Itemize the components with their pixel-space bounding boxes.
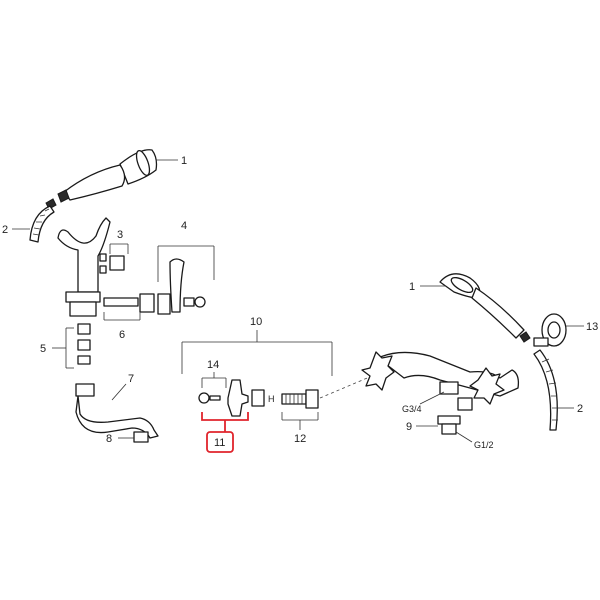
mixer-body xyxy=(361,351,520,411)
fitting-part-9 xyxy=(437,415,461,435)
label-g12: G1/2 xyxy=(474,440,494,450)
callout-2-left: 2 xyxy=(2,224,8,236)
hose-left xyxy=(29,205,55,243)
svg-text:H: H xyxy=(268,394,275,404)
callout-1-right: 1 xyxy=(409,281,415,293)
part-3-sleeve xyxy=(109,255,125,271)
hand-shower-top xyxy=(45,149,158,210)
callout-9: 9 xyxy=(406,421,412,433)
hose-right xyxy=(533,349,558,431)
aerator-part-8 xyxy=(133,431,149,443)
lever-handle xyxy=(157,258,206,315)
callout-8: 8 xyxy=(106,433,112,445)
callout-7: 7 xyxy=(128,373,134,385)
callout-2-right: 2 xyxy=(577,403,583,415)
callout-5: 5 xyxy=(40,343,46,355)
callout-6: 6 xyxy=(119,329,125,341)
callout-11: 11 xyxy=(214,437,225,449)
spindle-part-6 xyxy=(103,293,155,313)
hand-shower-right xyxy=(439,273,531,343)
cross-handle-kit: H xyxy=(198,379,319,417)
callout-13: 13 xyxy=(586,321,598,333)
callout-3: 3 xyxy=(117,229,123,241)
callout-11-box xyxy=(206,431,234,453)
wall-bracket-part-13 xyxy=(533,313,567,347)
callout-4: 4 xyxy=(181,220,187,232)
callout-10: 10 xyxy=(250,316,262,328)
callout-1-top: 1 xyxy=(181,155,187,167)
label-g34: G3/4 xyxy=(402,404,422,414)
callout-12: 12 xyxy=(294,433,306,445)
callout-14: 14 xyxy=(207,359,219,371)
shower-holder-body xyxy=(57,217,111,317)
spout-part-7 xyxy=(75,383,159,439)
seal-set-part-5 xyxy=(77,323,91,365)
